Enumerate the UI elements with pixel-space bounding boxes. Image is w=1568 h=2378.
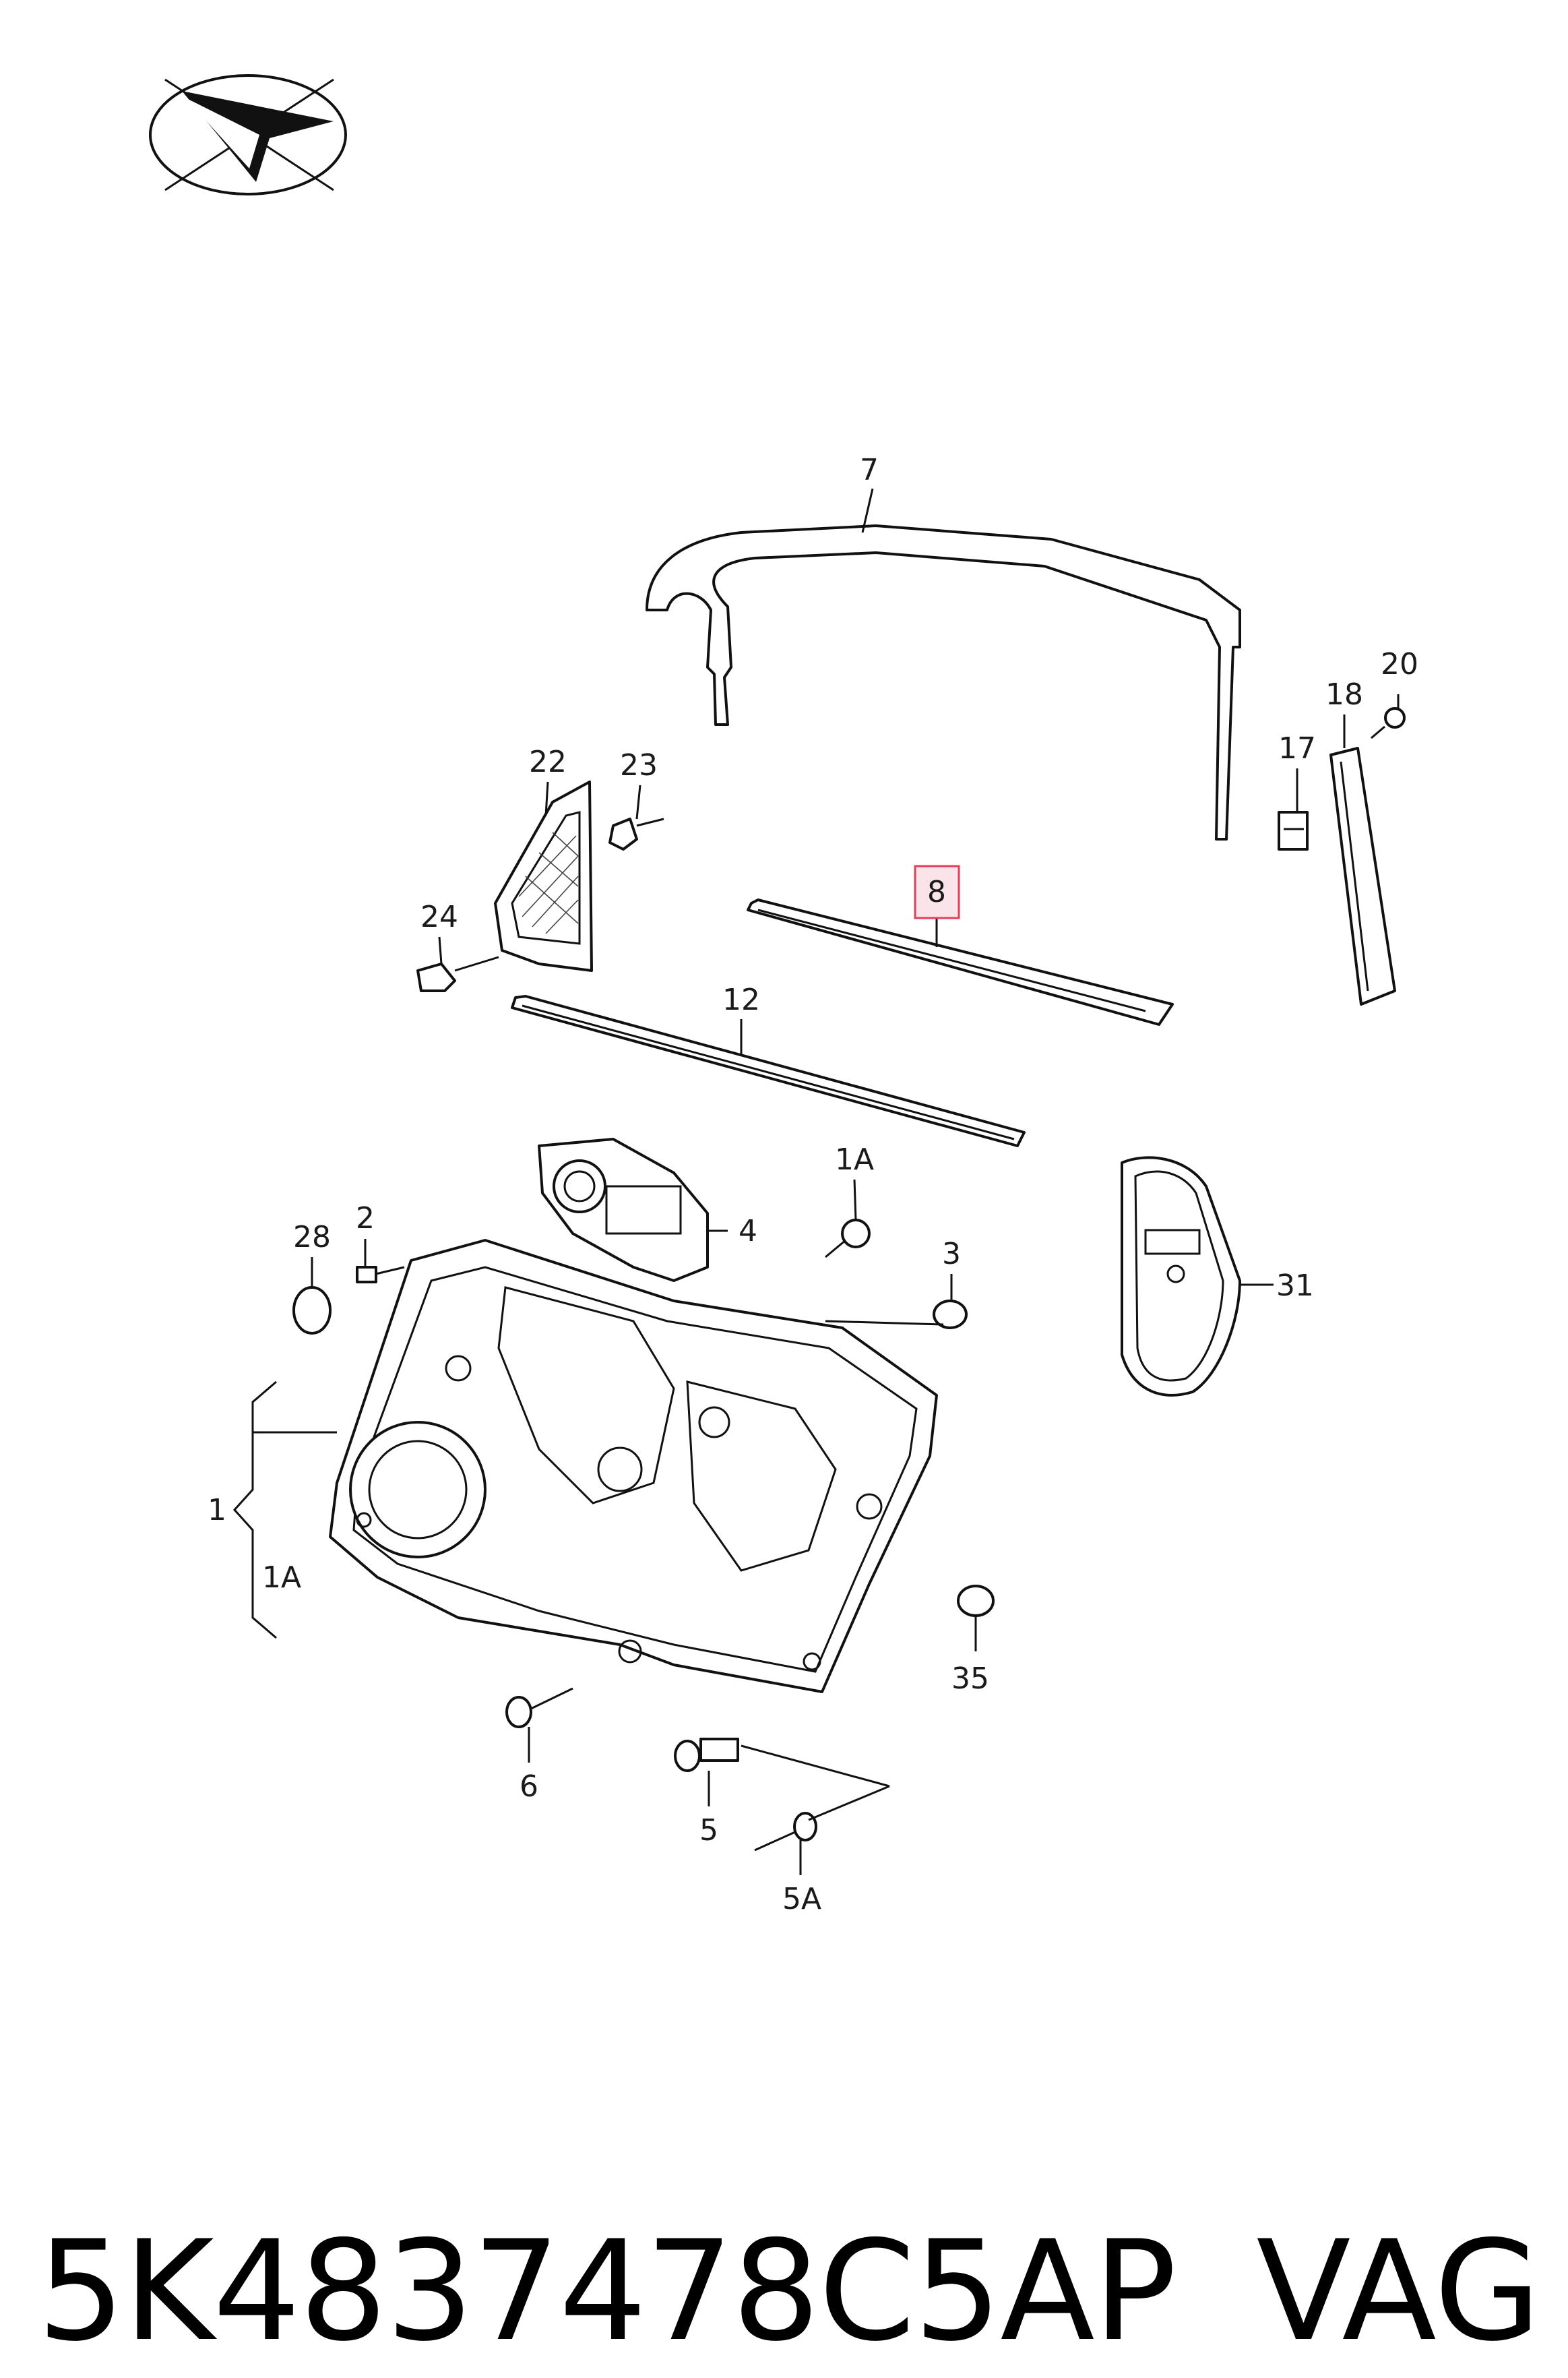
- grommet-3-part: [933, 1300, 968, 1329]
- callout-6: 6: [520, 1769, 538, 1804]
- highlight-box: [914, 865, 960, 919]
- leader-lines: [232, 488, 1400, 1875]
- callout-7: 7: [860, 453, 879, 487]
- rivet-5A-part: [754, 1812, 817, 1852]
- callout-5: 5: [699, 1813, 718, 1848]
- callout-22: 22: [529, 745, 567, 779]
- callout-4: 4: [739, 1214, 757, 1248]
- callout-1A-bracket: 1A: [262, 1560, 301, 1595]
- plug-35-part: [957, 1585, 995, 1617]
- callout-28: 28: [293, 1220, 331, 1254]
- cap-28-part: [292, 1286, 332, 1335]
- callout-2: 2: [356, 1201, 375, 1236]
- door-frame-seal-part: [646, 524, 1241, 841]
- footer: 5K4837478C5AP VAG: [0, 2212, 1568, 2372]
- callout-8: 8: [927, 875, 946, 909]
- inner-seal-strip-part: [511, 995, 1026, 1147]
- callout-1: 1: [208, 1493, 226, 1527]
- clip-5-part: [674, 1738, 739, 1772]
- clip-24-part: [416, 956, 499, 992]
- callout-3: 3: [942, 1237, 961, 1271]
- callout-18: 18: [1325, 677, 1363, 712]
- window-seal-strip-part: [747, 898, 1174, 1026]
- window-motor-part: [538, 1138, 709, 1282]
- callout-24: 24: [420, 900, 458, 934]
- part-number: 5K4837478C5AP: [37, 2212, 1177, 2372]
- callout-23: 23: [620, 748, 658, 783]
- clip-23-part: [608, 818, 664, 851]
- paper-plane-logo-icon: [149, 74, 347, 195]
- callout-31: 31: [1276, 1269, 1314, 1303]
- callout-1A-top: 1A: [835, 1142, 874, 1177]
- pillar-trim-part: [1329, 747, 1396, 1006]
- screw-20-part: [1371, 707, 1406, 739]
- callout-5A: 5A: [782, 1882, 821, 1916]
- bracket-17-part: [1278, 811, 1309, 851]
- brand-name: VAG: [1256, 2212, 1541, 2372]
- bolt-2-part: [356, 1266, 405, 1283]
- door-carrier-plate-part: [329, 1239, 938, 1693]
- door-membrane-part: [1121, 1156, 1241, 1397]
- callout-12: 12: [722, 983, 760, 1017]
- callout-35: 35: [951, 1661, 989, 1696]
- mirror-triangle-cover-part: [494, 781, 593, 972]
- screw-1A-part: [825, 1219, 871, 1258]
- callout-17: 17: [1278, 731, 1316, 766]
- bolt-6-part: [505, 1687, 573, 1728]
- callout-20: 20: [1381, 647, 1418, 681]
